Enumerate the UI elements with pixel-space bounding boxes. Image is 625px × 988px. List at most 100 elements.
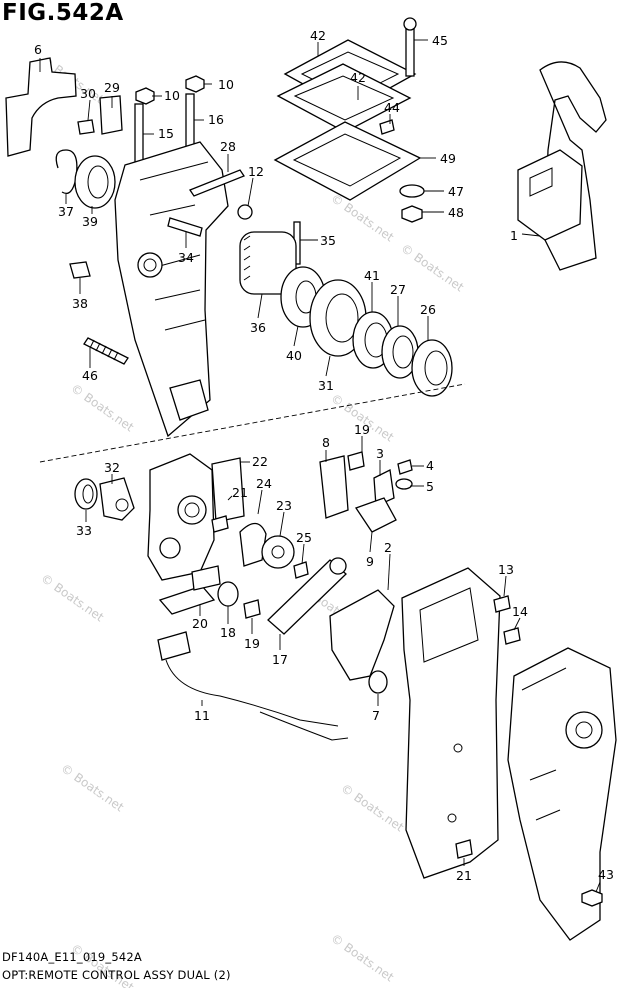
part-27-ring-inner (392, 335, 414, 369)
part-39-bushing (74, 155, 116, 209)
part-23-gear-hub (271, 545, 285, 559)
callout-29: 29 (104, 80, 120, 95)
callout-42: 42 (350, 70, 366, 85)
callout-38: 38 (72, 296, 88, 311)
part-21-screw (211, 515, 229, 533)
part-10-nut (135, 87, 155, 105)
housing-bearing (137, 252, 163, 278)
callout-3: 3 (376, 446, 384, 461)
housing-bearing-inner (143, 258, 157, 272)
assembly-separator (39, 383, 466, 463)
part-31-cam-ring-inner (325, 293, 359, 343)
part-30-bolt (77, 119, 95, 135)
part-43-nut (581, 889, 603, 907)
part-44-screw (379, 119, 395, 135)
part-19-bolt (347, 451, 365, 471)
part-11-switch (157, 631, 191, 661)
part-28-rod (189, 169, 245, 197)
part-14-screw (503, 627, 521, 645)
lower-casing-gear (565, 711, 603, 749)
callout-37: 37 (58, 204, 74, 219)
part-45-screw (405, 25, 415, 77)
callout-numbers: 6 29 30 10 10 15 16 42 42 45 44 49 47 48… (34, 28, 614, 883)
lower-housing-bore-inner (184, 502, 200, 518)
callout-8: 8 (322, 435, 330, 450)
callout-21: 21 (232, 485, 248, 500)
part-42-gasket (276, 63, 412, 133)
lower-casing-detail (521, 667, 567, 821)
figure-title: FIG.542A (2, 0, 124, 26)
part-23-gear (261, 535, 295, 569)
callout-14: 14 (512, 604, 528, 619)
callout-34: 34 (178, 250, 194, 265)
part-21-screw-lower (455, 839, 473, 859)
callout-19: 19 (244, 636, 260, 651)
part-22-plate (211, 457, 245, 523)
part-37-circlip (55, 149, 78, 195)
part-25-screw (293, 561, 309, 579)
leader-lines (39, 39, 601, 893)
callout-1: 1 (510, 228, 518, 243)
callout-15: 15 (158, 126, 174, 141)
callout-20: 20 (192, 616, 208, 631)
part-18-washer (217, 581, 239, 607)
part-7-ring (368, 670, 388, 694)
part-3-shaft (373, 469, 395, 507)
figure-caption: OPT:REMOTE CONTROL ASSY DUAL (2) (2, 968, 231, 982)
part-48-nut (401, 205, 423, 223)
callout-45: 45 (432, 33, 448, 48)
housing-bottom-bracket (169, 379, 209, 421)
part-36-gear-teeth (243, 235, 251, 281)
part-32-bushing-hole (115, 498, 129, 512)
lower-casing-gear-hub (575, 721, 593, 739)
callout-7: 7 (372, 708, 380, 723)
part-9-lever (354, 497, 397, 533)
callout-25: 25 (296, 530, 312, 545)
callout-2: 2 (384, 540, 392, 555)
part-2-bracket (329, 589, 395, 681)
part-11-wire (165, 659, 339, 727)
part-49-gasket-inner (292, 133, 402, 187)
callout-10: 10 (218, 77, 234, 92)
callout-41: 41 (364, 268, 380, 283)
callout-10: 10 (164, 88, 180, 103)
callout-47: 47 (448, 184, 464, 199)
mounting-plate-detail (419, 587, 479, 663)
part-36-gear (239, 231, 297, 295)
watermark: © Boats.net (58, 761, 126, 815)
part-20-plate (158, 585, 216, 615)
callout-32: 32 (104, 460, 120, 475)
callout-28: 28 (220, 139, 236, 154)
callout-9: 9 (366, 554, 374, 569)
part-15-stud (134, 103, 144, 165)
part-34-pin (167, 217, 203, 237)
part-8-bracket (319, 455, 349, 519)
housing-detail (139, 161, 209, 331)
callout-30: 30 (80, 86, 96, 101)
callout-22: 22 (252, 454, 268, 469)
callout-12: 12 (248, 164, 264, 179)
part-12-ball (237, 204, 253, 220)
part-38-plug (69, 261, 91, 279)
mounting-plate-hole (447, 813, 457, 823)
lower-housing-bore (177, 495, 207, 525)
watermark: © Boats.net (38, 571, 106, 625)
watermark: © Boats.net (338, 781, 406, 835)
part-32-bushing (99, 477, 135, 521)
part-33-ring-inner (82, 484, 94, 504)
model-code: DF140A_E11_019_542A (2, 950, 143, 964)
part-47-washer (399, 184, 425, 198)
part-17-link (267, 559, 347, 635)
mounting-plate (401, 567, 501, 879)
part-10-nut (185, 75, 205, 93)
part-45-screw-head (403, 17, 417, 31)
callout-17: 17 (272, 652, 288, 667)
part-42-gasket-inner (293, 75, 395, 121)
callout-21: 21 (456, 868, 472, 883)
part-46-spring-coils (89, 339, 119, 361)
callout-5: 5 (426, 479, 434, 494)
callout-23: 23 (276, 498, 292, 513)
callout-4: 4 (426, 458, 434, 473)
part-13-screw (493, 595, 511, 613)
